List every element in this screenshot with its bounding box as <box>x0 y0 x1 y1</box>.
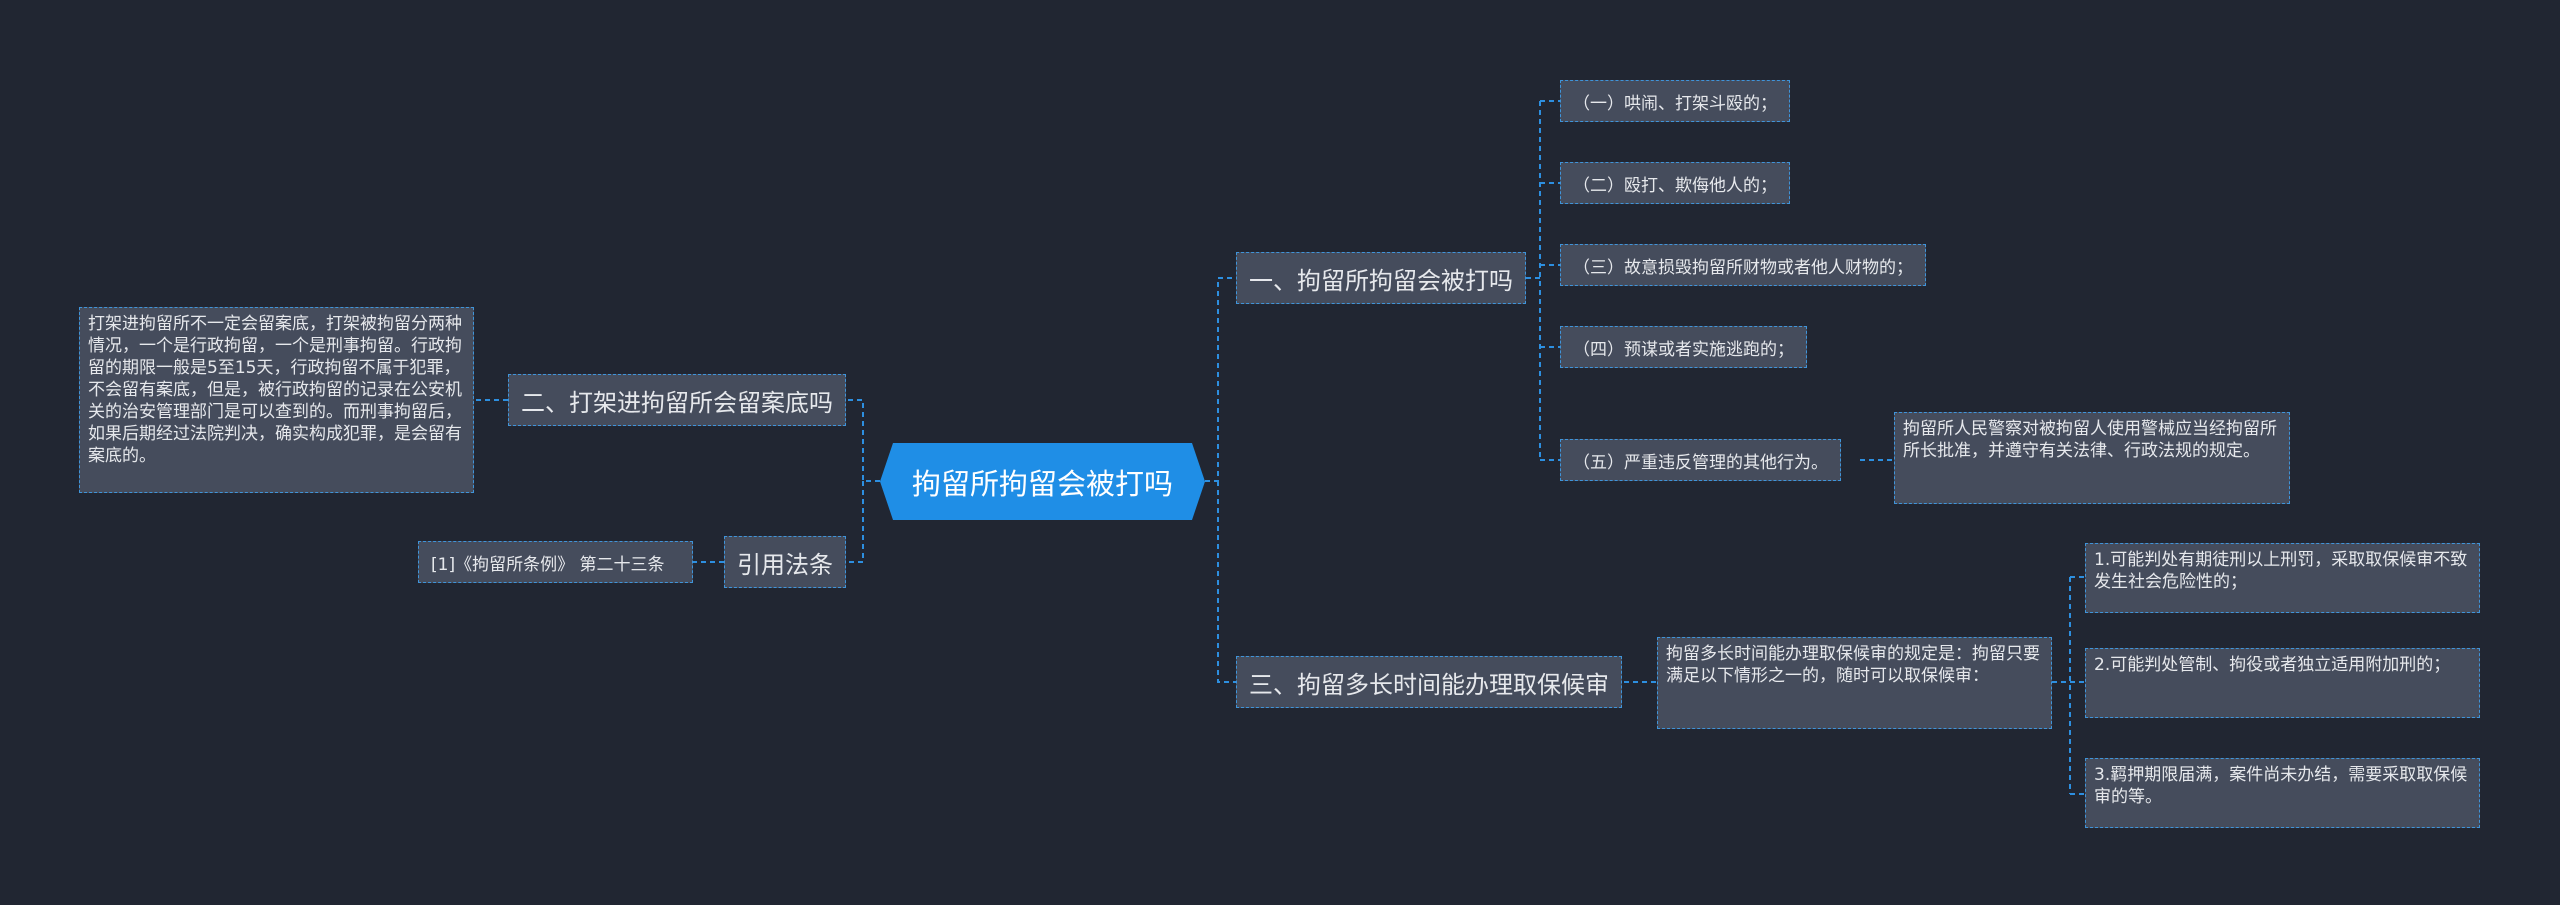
branch3-summary-text: 拘留多长时间能办理取保候审的规定是：拘留只要满足以下情形之一的，随时可以取保候审… <box>1666 644 2040 686</box>
branch-topic-3-label: 三、拘留多长时间能办理取保候审 <box>1249 670 1609 699</box>
branch3-summary[interactable]: 拘留多长时间能办理取保候审的规定是：拘留只要满足以下情形之一的，随时可以取保候审… <box>1657 637 2052 729</box>
branch2-detail-text: 打架进拘留所不一定会留案底，打架被拘留分两种情况，一个是行政拘留，一个是刑事拘留… <box>88 314 462 466</box>
citation-item-label: [1]《拘留所条例》 第二十三条 <box>431 554 665 575</box>
link-root-left <box>846 399 880 563</box>
link-root-branch1 <box>1205 277 1236 482</box>
branch1-item-4[interactable]: （四）预谋或者实施逃跑的； <box>1560 326 1807 368</box>
branch-topic-2[interactable]: 二、打架进拘留所会留案底吗 <box>508 374 846 426</box>
citation-item[interactable]: [1]《拘留所条例》 第二十三条 <box>418 541 693 583</box>
branch1-item-1[interactable]: （一）哄闹、打架斗殴的； <box>1560 80 1790 122</box>
link-branch1-items <box>1526 100 1560 461</box>
link-root-branch3 <box>1217 481 1236 683</box>
branch1-item-5[interactable]: （五）严重违反管理的其他行为。 <box>1560 439 1841 481</box>
branch1-item-3[interactable]: （三）故意损毁拘留所财物或者他人财物的； <box>1560 244 1926 286</box>
branch1-item-2-label: （二）殴打、欺侮他人的； <box>1573 175 1777 196</box>
branch3-condition-2[interactable]: 2.可能判处管制、拘役或者独立适用附加刑的； <box>2085 648 2480 718</box>
branch1-item-2[interactable]: （二）殴打、欺侮他人的； <box>1560 162 1790 204</box>
branch-topic-1[interactable]: 一、拘留所拘留会被打吗 <box>1236 252 1526 304</box>
branch1-item-5-note-text: 拘留所人民警察对被拘留人使用警械应当经拘留所所长批准，并遵守有关法律、行政法规的… <box>1903 419 2277 461</box>
branch1-item-1-label: （一）哄闹、打架斗殴的； <box>1573 93 1777 114</box>
branch-topic-3[interactable]: 三、拘留多长时间能办理取保候审 <box>1236 656 1622 708</box>
branch3-condition-1[interactable]: 1.可能判处有期徒刑以上刑罚，采取取保候审不致发生社会危险性的； <box>2085 543 2480 613</box>
branch-topic-1-label: 一、拘留所拘留会被打吗 <box>1249 266 1513 295</box>
branch1-item-4-label: （四）预谋或者实施逃跑的； <box>1573 339 1794 360</box>
branch-topic-2-label: 二、打架进拘留所会留案底吗 <box>521 388 833 417</box>
root-topic-label: 拘留所拘留会被打吗 <box>911 466 1173 501</box>
branch2-detail[interactable]: 打架进拘留所不一定会留案底，打架被拘留分两种情况，一个是行政拘留，一个是刑事拘留… <box>79 307 474 493</box>
branch3-condition-3[interactable]: 3.羁押期限届满，案件尚未办结，需要采取取保候审的等。 <box>2085 758 2480 828</box>
branch1-item-3-label: （三）故意损毁拘留所财物或者他人财物的； <box>1573 257 1913 278</box>
branch3-condition-1-text: 1.可能判处有期徒刑以上刑罚，采取取保候审不致发生社会危险性的； <box>2094 550 2468 592</box>
link-summary-conditions <box>2052 576 2085 795</box>
branch3-condition-2-text: 2.可能判处管制、拘役或者独立适用附加刑的； <box>2094 655 2451 675</box>
root-topic[interactable]: 拘留所拘留会被打吗 <box>880 443 1205 520</box>
citation-topic-label: 引用法条 <box>737 550 833 579</box>
branch3-condition-3-text: 3.羁押期限届满，案件尚未办结，需要采取取保候审的等。 <box>2094 765 2468 807</box>
branch1-item-5-note[interactable]: 拘留所人民警察对被拘留人使用警械应当经拘留所所长批准，并遵守有关法律、行政法规的… <box>1894 412 2290 504</box>
branch1-item-5-label: （五）严重违反管理的其他行为。 <box>1573 452 1828 473</box>
citation-topic[interactable]: 引用法条 <box>724 536 846 588</box>
